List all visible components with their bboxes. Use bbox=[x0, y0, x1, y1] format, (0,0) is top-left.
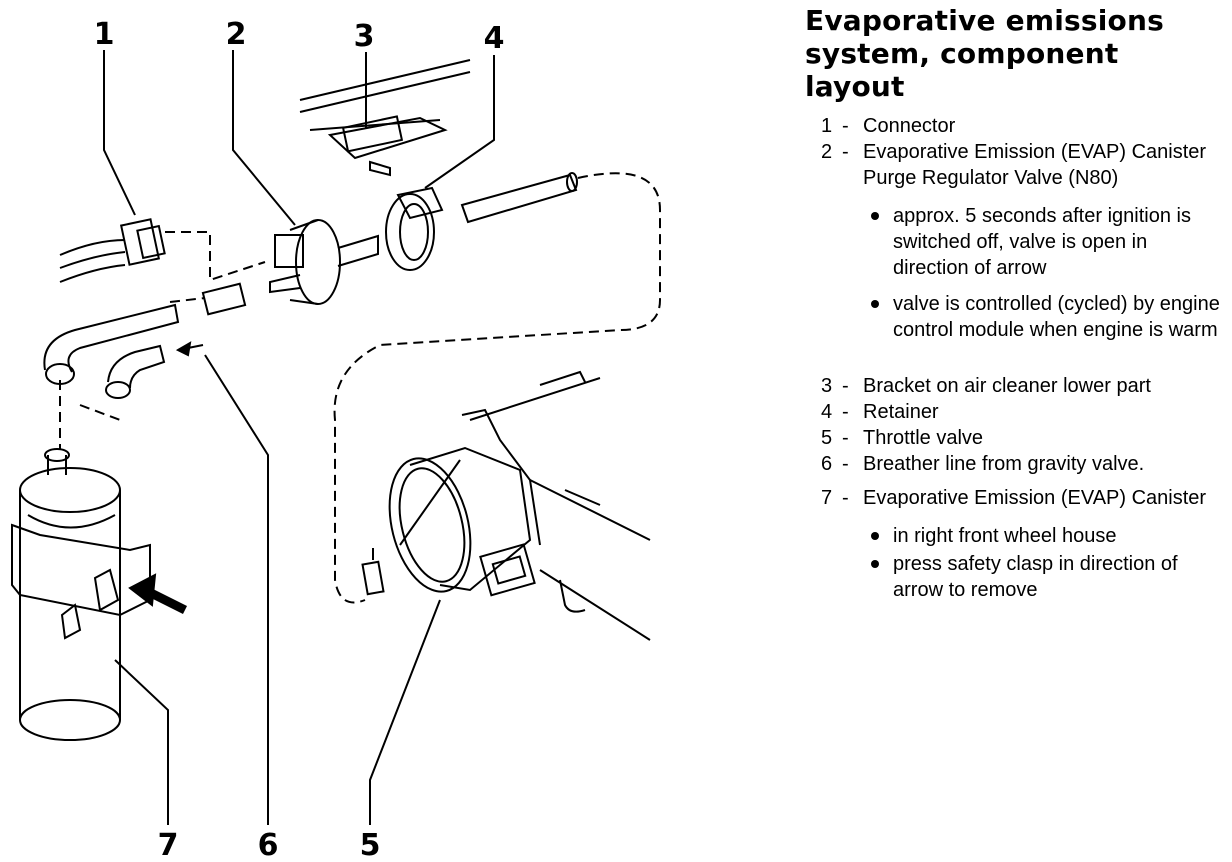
legend-item-2: 2- Evaporative Emission (EVAP) Canister … bbox=[821, 141, 1207, 189]
legend-item-7: 7- Evaporative Emission (EVAP) Canister bbox=[821, 487, 1207, 509]
figure-title-line-2: system, component layout bbox=[805, 37, 1119, 103]
legend-text: Throttle valve bbox=[863, 427, 984, 449]
legend-panel: Evaporative emissions system, component … bbox=[805, 4, 1225, 613]
legend-item-5: 5- Throttle valve bbox=[821, 427, 984, 449]
bullet-item: valve is controlled (cycled) by engine c… bbox=[805, 291, 1225, 343]
figure-title: Evaporative emissions system, component … bbox=[805, 4, 1225, 103]
callout-3: 3 bbox=[354, 19, 375, 54]
legend-text: Breather line from gravity valve. bbox=[863, 453, 1145, 475]
callout-2: 2 bbox=[226, 17, 247, 52]
vacuum-route-dashed bbox=[333, 172, 661, 604]
legend-item-4: 4- Retainer bbox=[821, 401, 939, 423]
legend-text: Evaporative Emission (EVAP) Canister Pur… bbox=[863, 141, 1207, 189]
leader-line-4 bbox=[424, 55, 495, 189]
legend-number: 5 bbox=[821, 427, 833, 449]
component-diagram: 1 2 3 4 5 6 7 bbox=[11, 17, 661, 862]
legend-number: 3 bbox=[821, 375, 833, 397]
leader-line-5 bbox=[369, 599, 441, 825]
hose-route-dashed bbox=[165, 231, 266, 282]
intake-manifold-outline bbox=[469, 370, 651, 641]
legend-bullets-2: approx. 5 seconds after ignition is swit… bbox=[805, 203, 1225, 343]
elbow-hose-left bbox=[43, 303, 180, 385]
legend-number: 6 bbox=[821, 453, 833, 475]
legend-number: 2 bbox=[821, 141, 833, 163]
leader-line-6 bbox=[204, 354, 269, 825]
legend-text: Connector bbox=[863, 115, 956, 137]
air-cleaner-bracket bbox=[299, 59, 471, 177]
legend-number: 7 bbox=[821, 487, 833, 509]
elbow-hose-right bbox=[105, 344, 166, 399]
callout-1: 1 bbox=[94, 17, 115, 52]
bullet-item: in right front wheel house bbox=[805, 523, 1225, 549]
legend-number: 1 bbox=[821, 115, 833, 137]
evap-canister bbox=[11, 448, 151, 741]
retainer-clip bbox=[385, 186, 444, 271]
legend-item-6: 6- Breather line from gravity valve. bbox=[821, 453, 1145, 475]
connector-1 bbox=[59, 218, 166, 283]
leader-line-7 bbox=[114, 659, 169, 825]
leader-line-1 bbox=[103, 50, 136, 216]
callout-7: 7 bbox=[158, 828, 179, 862]
bullet-item: approx. 5 seconds after ignition is swit… bbox=[805, 203, 1225, 281]
legend-text: Retainer bbox=[863, 401, 939, 423]
bullet-item: press safety clasp in direction of arrow… bbox=[805, 551, 1225, 603]
leader-line-2 bbox=[232, 50, 296, 226]
legend-text: Bracket on air cleaner lower part bbox=[863, 375, 1151, 397]
callout-4: 4 bbox=[484, 21, 505, 56]
legend-item-3: 3- Bracket on air cleaner lower part bbox=[821, 375, 1151, 397]
hose-segment bbox=[460, 172, 578, 224]
callout-6: 6 bbox=[258, 828, 279, 862]
legend-bullets-7: in right front wheel house press safety … bbox=[805, 523, 1225, 603]
figure-title-line-1: Evaporative emissions bbox=[805, 4, 1164, 37]
legend-text: Evaporative Emission (EVAP) Canister bbox=[863, 487, 1207, 509]
legend-item-1: 1- Connector bbox=[821, 115, 956, 137]
canister-route-dashed bbox=[59, 380, 121, 450]
legend-number: 4 bbox=[821, 401, 833, 423]
throttle-body bbox=[361, 408, 541, 597]
purge-regulator-valve bbox=[201, 219, 379, 316]
callout-5: 5 bbox=[360, 828, 381, 862]
